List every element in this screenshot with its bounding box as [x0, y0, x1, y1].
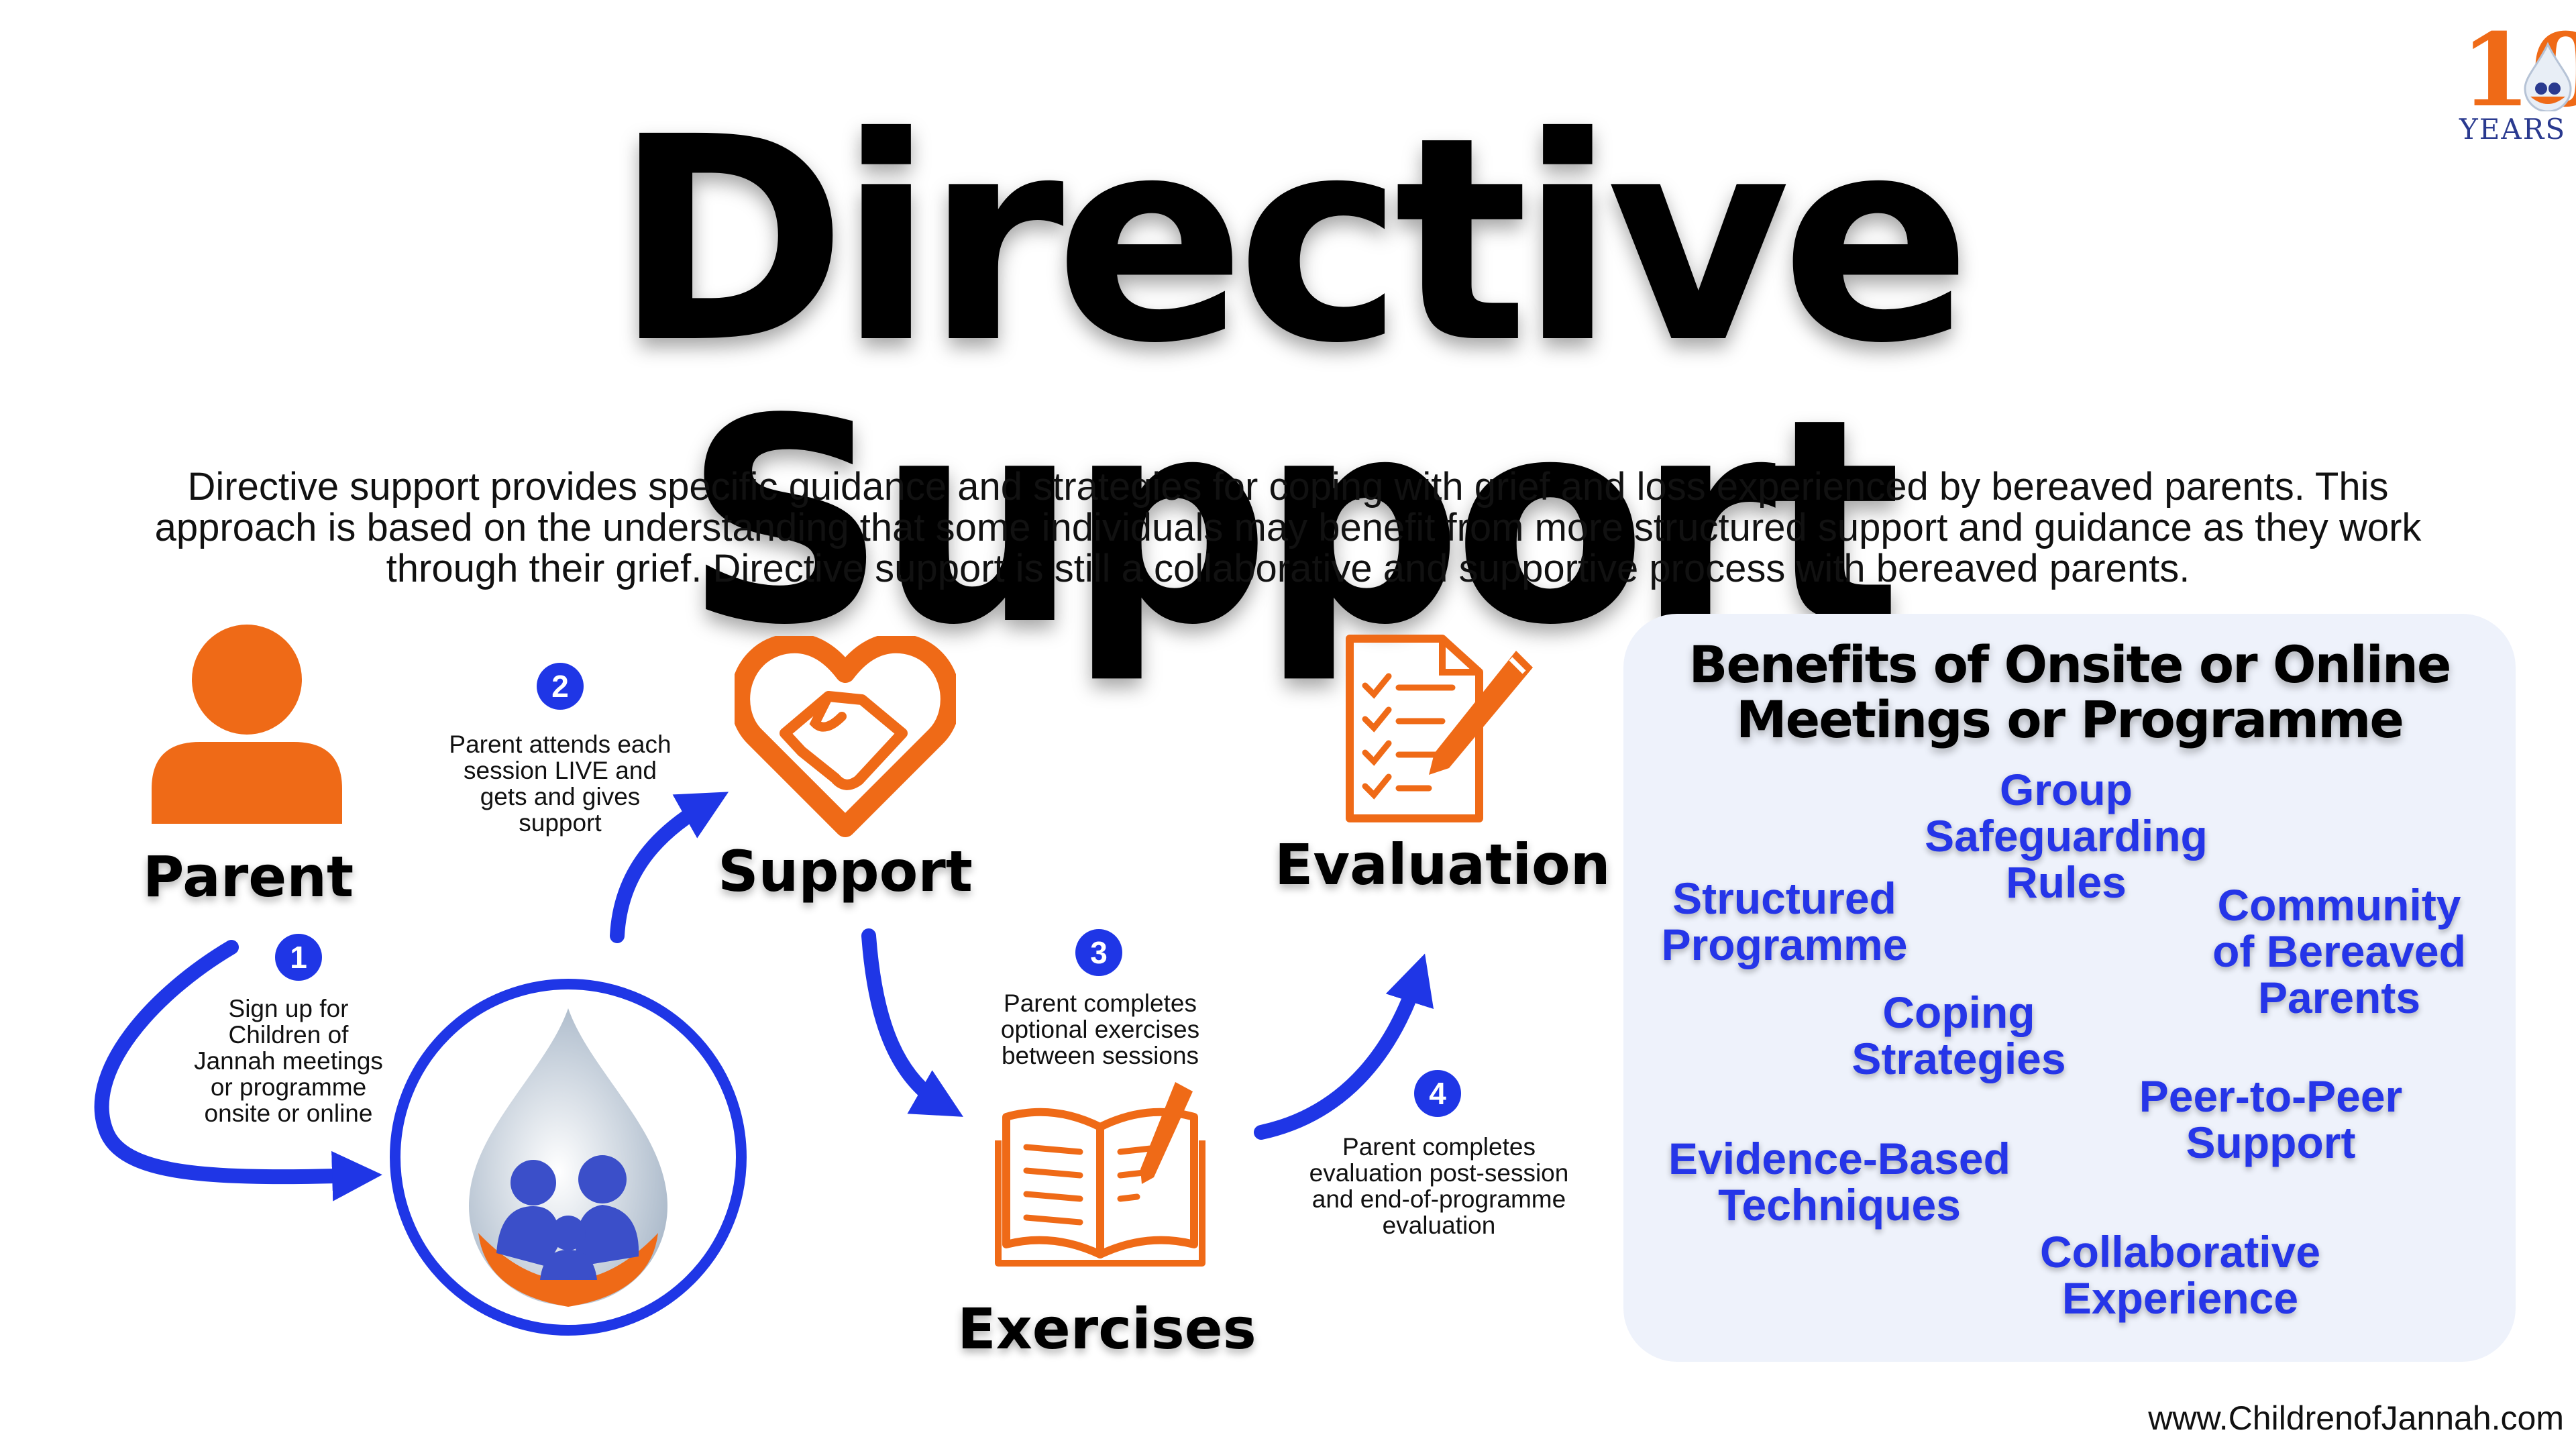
person-icon — [152, 625, 342, 824]
step-1-badge: 1 — [275, 934, 322, 981]
page-title: Directive Support — [613, 77, 1972, 687]
heart-handshake-icon — [735, 636, 956, 837]
benefit-coping-strategies: Coping Strategies — [1851, 987, 2066, 1083]
website-link[interactable]: www.ChildrenofJannah.com — [2148, 1399, 2564, 1437]
benefit-evidence-based: Evidence-Based Techniques — [1668, 1134, 2010, 1230]
badge-drop-icon — [2524, 42, 2572, 111]
benefit-collaborative: Collaborative Experience — [2039, 1227, 2321, 1323]
step-3-badge: 3 — [1075, 929, 1122, 976]
benefit-group-safeguarding: Group Safeguarding Rules — [1925, 765, 2208, 907]
arrow-logo-to-support — [610, 792, 729, 943]
arrow-exercises-to-evaluation — [1254, 953, 1434, 1140]
checklist-pen-icon — [1346, 635, 1533, 822]
water-drop-family-icon — [390, 979, 747, 1336]
node-evaluation-label: Evaluation — [1275, 832, 1611, 898]
benefit-structured-programme: Structured Programme — [1661, 873, 1908, 969]
step-1-text: Sign up for Children of Jannah meetings … — [194, 995, 383, 1127]
step-3-text: Parent completes optional exercises betw… — [1000, 989, 1200, 1069]
benefits-title: Benefits of Onsite or Online Meetings or… — [1688, 635, 2452, 749]
step-4-badge: 4 — [1414, 1070, 1461, 1117]
step-2-badge: 2 — [537, 663, 584, 710]
node-parent-label: Parent — [142, 844, 354, 910]
step-2-text: Parent attends each session LIVE and get… — [449, 731, 672, 837]
node-exercises-label: Exercises — [957, 1296, 1256, 1362]
open-book-pen-icon — [995, 1082, 1205, 1267]
benefit-community: Community of Bereaved Parents — [2212, 880, 2466, 1022]
arrow-parent-to-logo — [94, 940, 382, 1201]
step-4-text: Parent completes evaluation post-session… — [1309, 1133, 1569, 1239]
benefit-peer-support: Peer-to-Peer Support — [2139, 1071, 2403, 1167]
intro-paragraph: Directive support provides specific guid… — [154, 465, 2422, 590]
node-support-label: Support — [718, 839, 973, 904]
benefits-panel — [1623, 614, 2516, 1362]
arrow-support-to-exercises — [861, 928, 963, 1117]
badge-label: YEARS — [2459, 113, 2567, 146]
